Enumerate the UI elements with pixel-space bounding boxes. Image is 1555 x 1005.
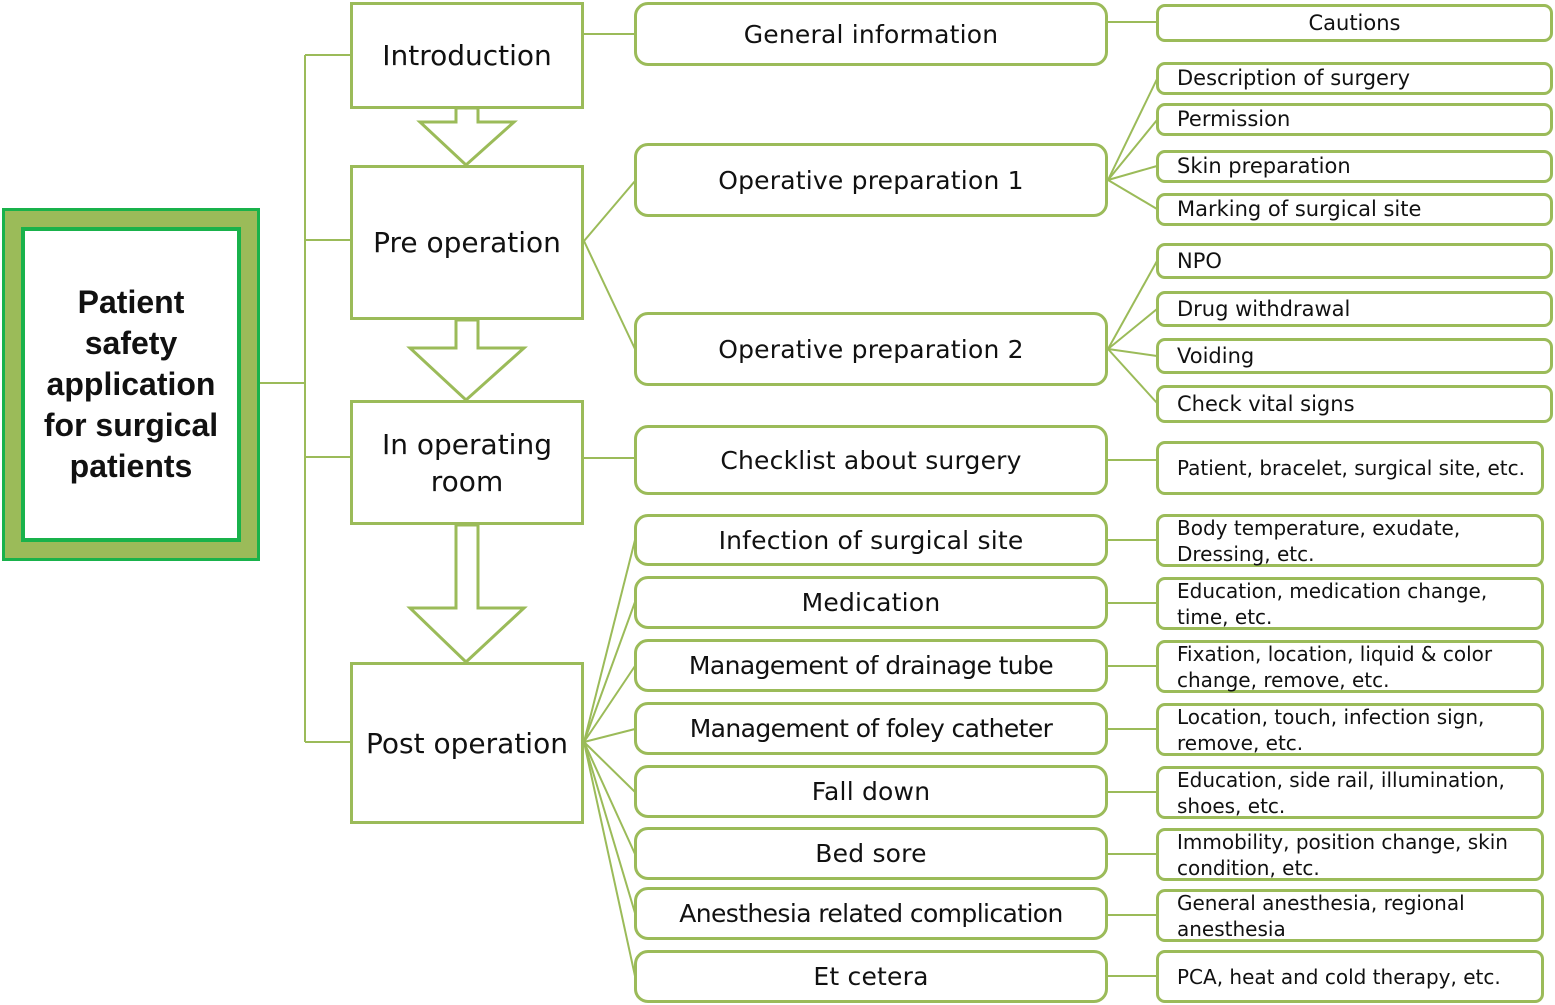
connector-anesthesia (583, 741, 636, 914)
category-fall-down: Fall down (634, 765, 1108, 818)
detail-npo: NPO (1156, 243, 1553, 279)
detail-check-vital-signs: Check vital signs (1156, 385, 1553, 423)
detail-marking-of-surgical-site: Marking of surgical site (1156, 193, 1553, 226)
detail-checklist-items: Patient, bracelet, surgical site, etc. (1156, 441, 1544, 495)
flow-arrow-3 (406, 523, 528, 665)
connector-description-of-surgery (1107, 78, 1158, 181)
connector-medication (583, 601, 636, 743)
category-management-of-foley-catheter: Management of foley catheter (634, 702, 1108, 755)
detail-et-cetera-items: PCA, heat and cold therapy, etc. (1156, 950, 1544, 1003)
connector-skin-preparation (1107, 165, 1158, 181)
connector-drainage (583, 665, 636, 743)
flow-arrow-1 (416, 106, 518, 168)
detail-fall-items: Education, side rail, illumination, shoe… (1156, 766, 1544, 819)
detail-cautions: Cautions (1156, 4, 1553, 42)
root-node: Patient safety application for surgical … (2, 208, 260, 561)
category-bed-sore: Bed sore (634, 827, 1108, 880)
stage-pre-operation: Pre operation (350, 165, 584, 320)
connector-voiding (1107, 348, 1158, 357)
stage-introduction: Introduction (350, 2, 584, 109)
category-general-information: General information (634, 2, 1108, 66)
connector-vital-signs (1107, 348, 1158, 404)
detail-anesthesia-items: General anesthesia, regional anesthesia (1156, 889, 1544, 942)
category-medication: Medication (634, 576, 1108, 629)
detail-drainage-items: Fixation, location, liquid & color chang… (1156, 640, 1544, 693)
detail-voiding: Voiding (1156, 338, 1553, 374)
connector-permission (1107, 119, 1158, 181)
stage-post-operation: Post operation (350, 662, 584, 824)
connector-npo (1107, 260, 1158, 350)
root-title: Patient safety application for surgical … (21, 227, 241, 542)
detail-medication-items: Education, medication change, time, etc. (1156, 577, 1544, 630)
connector-marking (1107, 179, 1158, 210)
category-operative-preparation-2: Operative preparation 2 (634, 312, 1108, 386)
detail-foley-items: Location, touch, infection sign, remove,… (1156, 703, 1544, 756)
flow-arrow-2 (406, 318, 528, 403)
connector-operative-preparation-2 (583, 240, 636, 350)
detail-infection-items: Body temperature, exudate, Dressing, etc… (1156, 514, 1544, 567)
detail-bed-sore-items: Immobility, position change, skin condit… (1156, 828, 1544, 881)
category-infection-of-surgical-site: Infection of surgical site (634, 514, 1108, 566)
stage-in-operating-room: In operating room (350, 400, 584, 525)
detail-description-of-surgery: Description of surgery (1156, 62, 1553, 95)
connector-foley (583, 728, 636, 743)
detail-permission: Permission (1156, 103, 1553, 136)
connector-et-cetera (583, 741, 636, 977)
category-operative-preparation-1: Operative preparation 1 (634, 143, 1108, 217)
connector-bed-sore (583, 741, 636, 855)
category-checklist-about-surgery: Checklist about surgery (634, 425, 1108, 495)
category-management-of-drainage-tube: Management of drainage tube (634, 639, 1108, 692)
category-anesthesia-related-complication: Anesthesia related complication (634, 887, 1108, 940)
connector-operative-preparation-1 (583, 180, 636, 242)
connector-infection (583, 539, 636, 743)
category-et-cetera: Et cetera (634, 950, 1108, 1003)
connector-fall-down (583, 741, 636, 793)
connector-drug-withdrawal (1107, 308, 1158, 350)
detail-skin-preparation: Skin preparation (1156, 150, 1553, 183)
detail-drug-withdrawal: Drug withdrawal (1156, 291, 1553, 327)
